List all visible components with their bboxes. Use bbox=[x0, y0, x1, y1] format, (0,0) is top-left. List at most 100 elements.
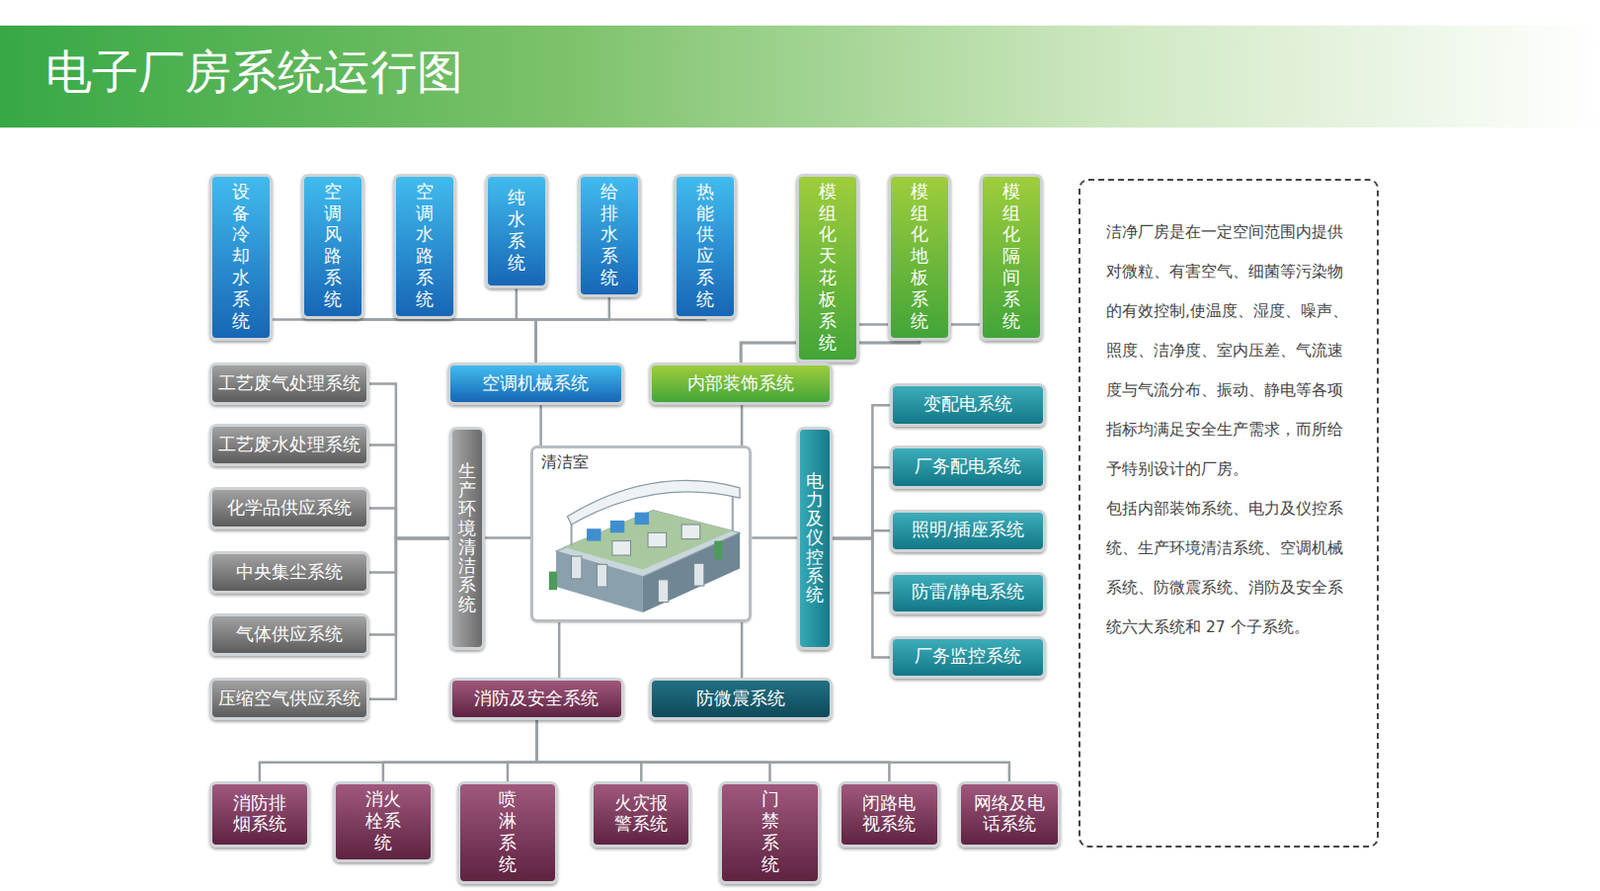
node-label: 内部装饰系统 bbox=[687, 373, 795, 396]
system-box: 化学品供应系统 bbox=[209, 486, 370, 530]
connector-line bbox=[832, 538, 890, 657]
system-box: 压缩空气供应系统 bbox=[209, 677, 370, 720]
system-box: 门禁系统 bbox=[719, 781, 820, 884]
connector-line bbox=[832, 467, 890, 539]
system-box: 照明/插座系统 bbox=[889, 509, 1046, 553]
description-text: 包括内部装饰系统、电力及仪控系统、生产环境清洁系统、空调机械系统、防微震系统、消… bbox=[1106, 488, 1356, 647]
node-label: 喷淋系统 bbox=[489, 789, 525, 877]
system-box: 防微震系统 bbox=[648, 677, 833, 720]
system-box: 电力及仪控系统 bbox=[797, 426, 833, 650]
node-label: 消防及安全系统 bbox=[474, 688, 599, 711]
system-box: 空调水路系统 bbox=[393, 173, 457, 320]
description-panel: 洁净厂房是在一定空间范围内提供对微粒、有害空气、细菌等污染物的有效控制,使温度、… bbox=[1078, 178, 1379, 848]
system-box: 喷淋系统 bbox=[457, 781, 559, 884]
node-label: 工艺废水处理系统 bbox=[218, 434, 361, 457]
node-label: 闭路电视系统 bbox=[854, 793, 924, 837]
title-banner bbox=[0, 25, 1600, 128]
node-label: 模组化地板系统 bbox=[901, 181, 937, 333]
node-label: 空调机械系统 bbox=[481, 373, 589, 396]
node-label: 化学品供应系统 bbox=[227, 497, 352, 520]
connector-line bbox=[536, 720, 889, 782]
system-box: 消防排烟系统 bbox=[209, 781, 311, 847]
node-label: 厂务配电系统 bbox=[914, 456, 1022, 479]
connector-line bbox=[536, 720, 770, 782]
system-box: 消防及安全系统 bbox=[449, 677, 626, 720]
system-box: 中央集尘系统 bbox=[209, 551, 370, 594]
connector-line bbox=[536, 720, 1010, 782]
system-box: 防雷/静电系统 bbox=[889, 571, 1046, 615]
system-box: 闭路电视系统 bbox=[838, 781, 940, 847]
node-label: 热能供应系统 bbox=[687, 181, 722, 312]
system-box: 消火栓系统 bbox=[332, 781, 434, 863]
node-label: 厂务监控系统 bbox=[914, 645, 1022, 668]
connector-line bbox=[751, 536, 798, 540]
description-text: 洁净厂房是在一定空间范围内提供对微粒、有害空气、细菌等污染物的有效控制,使温度、… bbox=[1106, 212, 1356, 489]
node-label: 消防排烟系统 bbox=[225, 793, 295, 837]
connector-line bbox=[507, 720, 537, 782]
page-title: 电子厂房系统运行图 bbox=[45, 46, 464, 98]
node-label: 工艺废气处理系统 bbox=[218, 373, 361, 396]
connector-line bbox=[369, 384, 450, 540]
system-box: 变配电系统 bbox=[889, 383, 1046, 426]
node-label: 纯水系统 bbox=[498, 187, 534, 275]
node-label: 网络及电话系统 bbox=[965, 793, 1053, 837]
node-label: 生产环境清洁系统 bbox=[458, 462, 477, 615]
connector-line bbox=[383, 720, 538, 782]
node-label: 模组化天花板系统 bbox=[809, 181, 845, 355]
node-label: 防微震系统 bbox=[696, 688, 786, 711]
connector-line bbox=[740, 404, 744, 446]
connector-line bbox=[369, 538, 450, 573]
node-label: 压缩空气供应系统 bbox=[218, 688, 361, 711]
system-box: 纯水系统 bbox=[484, 173, 549, 290]
connector-line bbox=[832, 404, 890, 539]
connector-line bbox=[535, 297, 609, 363]
system-box: 火灾报警系统 bbox=[590, 781, 692, 847]
system-box: 生产环境清洁系统 bbox=[449, 426, 485, 650]
connector-line bbox=[369, 538, 450, 636]
node-label: 清洁室 bbox=[541, 452, 589, 473]
system-box: 空调机械系统 bbox=[447, 362, 626, 405]
node-label: 设备冷却水系统 bbox=[223, 181, 258, 333]
connector-line bbox=[740, 324, 1012, 363]
system-box: 设备冷却水系统 bbox=[209, 173, 273, 341]
node-label: 空调水路系统 bbox=[406, 181, 442, 312]
node-label: 中央集尘系统 bbox=[236, 561, 343, 584]
node-label: 模组化隔间系统 bbox=[993, 181, 1029, 333]
node-label: 消火栓系统 bbox=[357, 789, 410, 855]
system-box: 模组化地板系统 bbox=[887, 173, 952, 341]
system-box: 给排水系统 bbox=[577, 173, 641, 298]
node-label: 门禁系统 bbox=[752, 789, 788, 877]
system-box: 内部装饰系统 bbox=[648, 362, 833, 405]
node-label: 气体供应系统 bbox=[236, 624, 343, 646]
system-box: 工艺废气处理系统 bbox=[209, 362, 370, 405]
cleanroom-illustration bbox=[549, 480, 740, 612]
node-label: 变配电系统 bbox=[923, 394, 1013, 416]
connector-line bbox=[536, 720, 641, 782]
system-box: 厂务配电系统 bbox=[889, 445, 1046, 488]
connector-line bbox=[424, 319, 537, 363]
system-box: 厂务监控系统 bbox=[889, 636, 1046, 679]
connector-line bbox=[259, 720, 538, 782]
connector-line bbox=[369, 538, 450, 700]
node-label: 给排水系统 bbox=[591, 181, 627, 290]
system-box: 热能供应系统 bbox=[673, 173, 737, 320]
node-label: 空调风路系统 bbox=[315, 181, 350, 312]
connector-line bbox=[832, 538, 890, 593]
connector-line bbox=[332, 319, 537, 363]
connector-line bbox=[516, 288, 537, 362]
connector-line bbox=[535, 319, 706, 363]
system-box: 空调风路系统 bbox=[301, 173, 365, 320]
system-box: 网络及电话系统 bbox=[958, 781, 1061, 847]
connector-line bbox=[484, 536, 532, 540]
connector-line bbox=[369, 444, 450, 539]
connector-line bbox=[369, 508, 450, 540]
node-label: 照明/插座系统 bbox=[911, 519, 1025, 542]
system-box: 气体供应系统 bbox=[209, 613, 370, 656]
node-label: 火灾报警系统 bbox=[606, 793, 676, 837]
system-box: 模组化天花板系统 bbox=[796, 173, 860, 363]
connector-line bbox=[539, 404, 543, 446]
connector-line bbox=[558, 622, 561, 678]
node-label: 电力及仪控系统 bbox=[805, 472, 824, 606]
system-box: 工艺废水处理系统 bbox=[209, 423, 370, 467]
